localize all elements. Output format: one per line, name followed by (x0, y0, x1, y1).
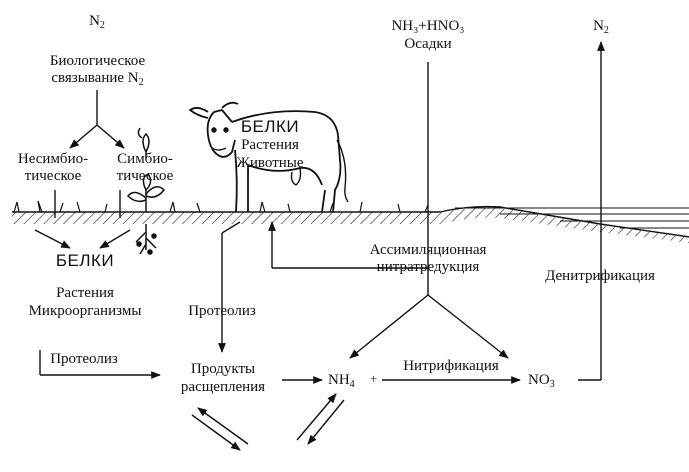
n2-left-formula: N2 (70, 13, 124, 30)
assimilation-line1: Ассимиляционная (340, 242, 516, 259)
nh4-base: NH (328, 372, 350, 388)
flow-arrows (35, 42, 601, 450)
proteolysis-left-label: Протеолиз (38, 351, 130, 368)
left-proteins-plants: Растения (20, 285, 150, 302)
bio-fixation-line1: Биологическое (30, 53, 165, 70)
n2-right-base: N (593, 18, 604, 34)
no3-base: NO (528, 372, 550, 388)
cow-proteins-animals: Животные (222, 155, 318, 172)
no3-sub: 3 (550, 379, 555, 390)
ground (12, 201, 689, 243)
n2-left-base: N (89, 13, 100, 29)
nonsymbiotic-line2: тическое (4, 168, 102, 185)
left-proteins-microorganisms: Микроорганизмы (12, 303, 158, 320)
nh4-plus: + (370, 370, 377, 387)
products-line1: Продукты (168, 361, 278, 378)
denitrification-label: Денитрификация (526, 268, 674, 285)
nh4-sub: 4 (350, 379, 355, 390)
products-line2: расщепления (160, 379, 286, 396)
n2-left-sub: 2 (100, 20, 105, 31)
plant-illustration (128, 128, 164, 254)
cow-proteins-plants: Растения (222, 137, 318, 154)
symbiotic-line2: тическое (104, 168, 186, 185)
bio-fixation-line2-text: связывание N (51, 70, 138, 86)
assimilation-line2: нитратредукция (340, 259, 516, 276)
precipitation-caption: Осадки (368, 36, 488, 53)
cow-proteins-title: БЕЛКИ (228, 118, 312, 135)
proteolysis-middle-label: Протеолиз (176, 303, 268, 320)
bio-fixation-line2-sub: 2 (139, 77, 144, 88)
nitrification-label: Нитрификация (386, 358, 516, 375)
no3-formula: NO3 (528, 372, 555, 389)
bio-fixation-line2: связывание N2 (30, 70, 165, 87)
n2-right-formula: N2 (586, 18, 616, 35)
nonsymbiotic-line1: Несимбио- (4, 151, 102, 168)
left-proteins-title: БЕЛКИ (40, 252, 130, 269)
symbiotic-line1: Симбио- (104, 151, 186, 168)
n2-right-sub: 2 (604, 25, 609, 36)
precipitation-formula: NH₃+HNO₃ (368, 18, 488, 35)
nh4-formula: NH4 (328, 372, 355, 389)
